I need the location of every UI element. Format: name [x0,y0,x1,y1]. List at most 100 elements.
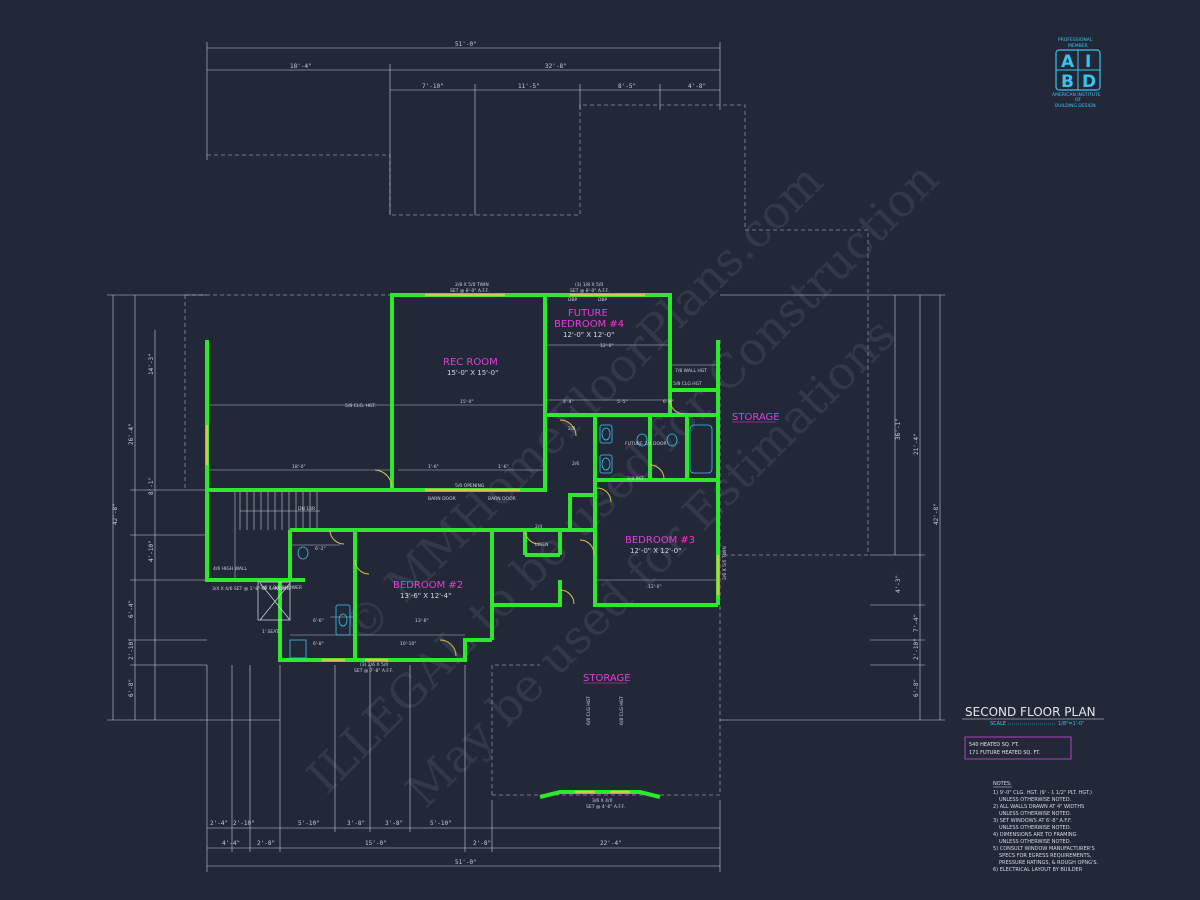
notes-block: NOTES: 1) 9'-0" CLG. HGT. (9' - 1 1/2" P… [993,781,1099,873]
dim-right-d3: 4'-3" [895,575,902,593]
area-future: 171 FUTURE HEATED SQ. FT. [969,750,1041,756]
area-heated: 540 HEATED SQ. FT. [969,742,1019,748]
label-landing: 3/4 X 4/6 SET @ 1'-8" OF LANDING [212,586,291,592]
label-future-door: FUTURE 2/4 DOOR [625,441,667,447]
label-bed2-13-6: 13'-6" [415,618,429,624]
note-line-1: UNLESS OTHERWISE NOTED. [999,797,1072,803]
label-bath-6-2: 6'-2" [315,546,326,552]
dim-bottom-c2: 2'-10" [233,820,255,827]
label-rec-1-6a: 1'-6" [428,464,439,470]
note-line-11: 6) ELECTRICAL LAYOUT BY BUILDER [993,867,1083,873]
room-rec: REC ROOM [443,357,498,368]
dim-top-d4: 4'-8" [688,83,706,90]
label-door26: 2/6 [572,461,579,467]
bottom-dimensions [206,665,721,872]
room-bedroom2: BEDROOM #2 [393,580,463,591]
room-bedroom3-size: 12'-0" X 12'-0" [630,547,681,555]
dim-bottom-c4: 3'-8" [347,820,365,827]
logo-top-line1: PROFESSIONAL [1058,37,1093,43]
dim-left-d7: 6'-8" [128,679,135,697]
label-bath-6-8: 6'-8" [313,641,324,647]
label-clg-b: 6/8 CLG HGT [619,696,625,725]
dim-top-d2: 11'-5" [518,83,540,90]
dim-bottom-overall: 51'-0" [455,859,477,866]
label-rec-1-6b: 1'-6" [498,464,509,470]
plan-title: SECOND FLOOR PLAN [965,705,1096,719]
label-rec-15-0: 15'-0" [460,399,474,405]
dim-bottom-d4: 2'-8" [473,840,491,847]
label-barn2: BARN DOOR [488,496,516,502]
label-bed4-5-5: 5'-5" [617,399,628,405]
room-bedroom2-size: 13'-6" X 12'-4" [400,592,451,600]
logo-letter-b: B [1061,72,1074,92]
label-door28: 2/8 [568,426,575,432]
scale-value: 1/8"=1'-0" [1058,721,1084,727]
room-rec-size: 15'-0" X 15'-0" [447,369,498,377]
label-win-bed4: (3) 1/8 X 5/0 [575,282,603,288]
label-linen: LINEN [535,542,548,548]
logo-bottom-line2: OF [1075,97,1082,103]
dim-left-d4: 4'-10" [148,540,155,562]
notes-heading: NOTES: [993,781,1012,787]
room-storage-right: STORAGE [732,412,780,423]
dim-bottom-c5: 3'-8" [385,820,403,827]
dim-left-d5: 6'-4" [128,600,135,618]
dim-left-overall: 42'-8" [112,503,119,525]
label-bed3-win: 2/6 X 5/0 TWIN [722,546,728,580]
exterior-walls [205,293,720,662]
dim-bottom-c6: 5'-10" [430,820,452,827]
dim-right-d6: 6'-8" [913,679,920,697]
dim-left-d6: 2'-10" [128,638,135,660]
interior-lines [207,344,718,636]
label-dbp1: DBP [568,297,578,303]
dim-left-d3: 8'-1" [148,477,155,495]
watermark-line3: May be used for Estimations [395,307,905,817]
dim-top-right: 32'-8" [545,63,567,70]
logo-letter-a: A [1061,52,1075,72]
note-line-10: PRESSURE RATINGS, & ROUGH OPNG'S. [999,860,1099,866]
note-line-6: 4) DIMENSIONS ARE TO FRAMING [993,832,1077,838]
label-shower: 3/6 X 3/6 SHOWER [260,585,302,591]
label-bed2-win: (3) 2/6 X 5/0 [360,662,388,668]
label-win-bed4-set: SET @ 8'-0" A.F.F. [570,288,609,294]
note-line-5: UNLESS OTHERWISE NOTED. [999,825,1072,831]
right-dimensions [720,294,945,721]
dim-bottom-d1: 4'-4" [222,840,240,847]
dim-right-overall: 42'-8" [933,503,940,525]
label-clg-a: 6/8 CLG HGT [586,696,592,725]
area-box [964,736,1072,760]
left-dimensions [107,294,280,721]
bottom-window-wall [539,790,661,799]
dim-bottom-d2: 2'-8" [257,840,275,847]
room-storage-bottom: STORAGE [583,673,631,684]
note-line-3: UNLESS OTHERWISE NOTED. [999,811,1072,817]
dim-left-d2: 26'-4" [128,423,135,445]
label-clg-hgt: 5/8 CLG. HGT. [345,403,376,409]
note-line-0: 1) 9'-0" CLG. HGT. (9' - 1 1/2" PLT. HGT… [993,790,1092,796]
dim-right-d1: 36'-1" [895,418,902,440]
label-dn: DN 16R [298,506,315,512]
dim-bottom-c1: 2'-4" [210,820,228,827]
label-bed2-10-10: 10'-10" [400,641,416,647]
label-bottom-win-set: SET @ 4'-6" A.F.F. [586,804,625,810]
label-bed4-4-4: 4'-4" [563,399,574,405]
label-bed4-6-0: 6'-0" [663,399,674,405]
room-future-bed4-line2: BEDROOM #4 [554,319,624,330]
dim-bottom-d3: 15'-0" [365,840,387,847]
staircase [239,492,320,530]
note-line-7: UNLESS OTHERWISE NOTED. [999,839,1072,845]
watermark: © MMHomeFloorPlans.com ILLEGAL to be use… [296,151,948,817]
room-bedroom3: BEDROOM #3 [625,535,695,546]
aibd-logo: PROFESSIONAL MEMBER A I B D AMERICAN INS… [1052,37,1101,109]
label-opening: 5/0 OPENING [455,483,485,489]
label-bath-6-6: 6'-6" [313,618,324,624]
title-block: SECOND FLOOR PLAN SCALE 1/8"=1'-0" 540 H… [962,705,1104,760]
dim-bottom-d5: 22'-4" [600,840,622,847]
label-bed3-12-0: 12'-0" [648,584,662,590]
room-future-bed4-size: 12'-0" X 12'-0" [563,331,614,339]
dim-top-d1: 7'-10" [422,83,444,90]
note-line-9: SPECS FOR EGRESS REQUIREMENTS, [999,853,1092,859]
label-bed4-12-0: 12'-0" [600,343,614,349]
note-line-2: 2) ALL WALLS DRAWN AT 4" WIDTHS [993,804,1084,810]
